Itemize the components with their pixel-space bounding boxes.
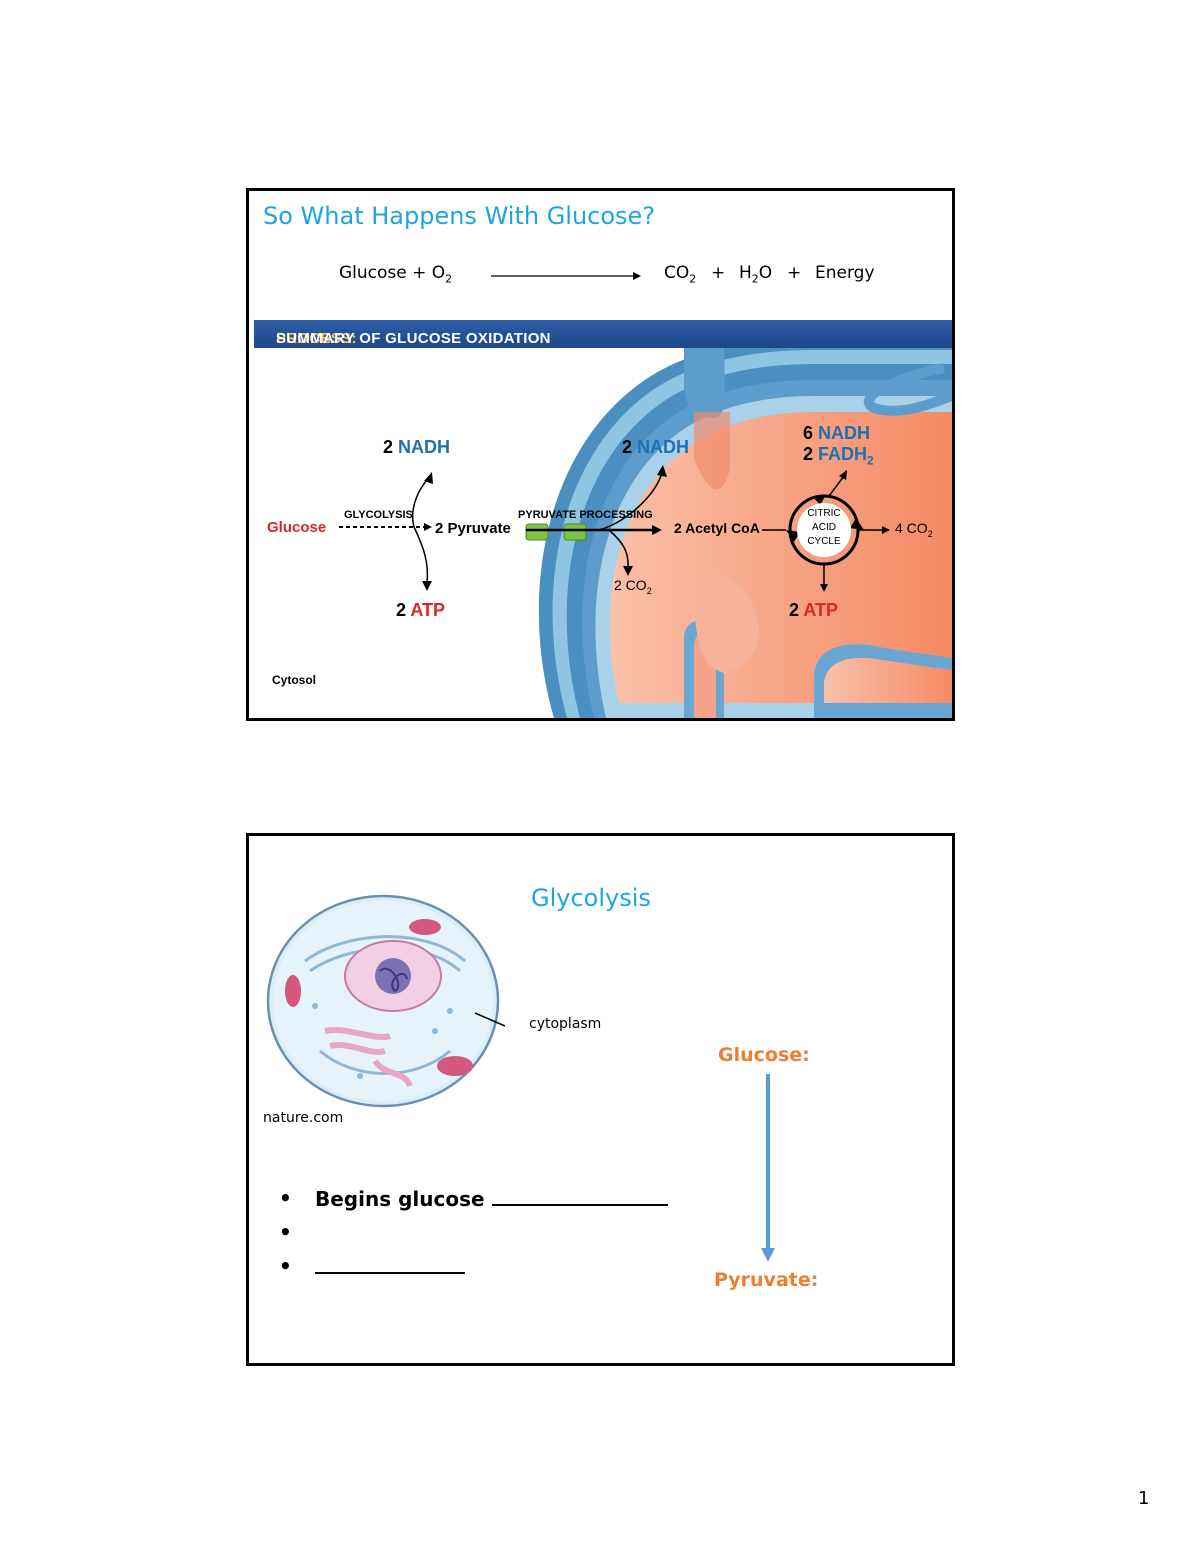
cycle-label-line3: CYCLE bbox=[807, 536, 841, 547]
fadh2-subscript: 2 bbox=[867, 453, 874, 468]
page-number: 1 bbox=[1138, 1488, 1150, 1509]
acetyl-coa-label: 2 Acetyl CoA bbox=[674, 520, 760, 536]
mitochondrion-illustration bbox=[339, 348, 952, 718]
equation-plus-2: + bbox=[787, 263, 802, 283]
glycolysis-label: GLYCOLYSIS bbox=[344, 509, 413, 521]
cycle-label-line1: CITRIC bbox=[807, 508, 841, 519]
glycolysis-nadh: 2 NADH bbox=[383, 437, 450, 458]
atp-label: ATP bbox=[803, 600, 839, 620]
fill-in-blank bbox=[491, 1186, 668, 1206]
equation-h: H bbox=[739, 263, 752, 283]
glycolysis-atp: 2 ATP bbox=[396, 600, 445, 621]
bullet-mark: • bbox=[279, 1186, 292, 1210]
image-source: nature.com bbox=[263, 1110, 344, 1126]
down-arrow bbox=[761, 1074, 775, 1262]
atp-label: ATP bbox=[410, 600, 446, 620]
process-banner: PROCESS: SUMMARY OF GLUCOSE OXIDATION bbox=[254, 320, 952, 348]
cycle-co2: 4 CO2 bbox=[895, 520, 933, 539]
bullet-mark: • bbox=[279, 1254, 292, 1278]
equation-energy: Energy bbox=[815, 263, 875, 283]
bullet-mark: • bbox=[279, 1220, 292, 1244]
slide-glucose-oxidation: So What Happens With Glucose? Glucose + … bbox=[246, 188, 955, 721]
cytoplasm-label: cytoplasm bbox=[529, 1016, 602, 1032]
reaction-arrow bbox=[491, 272, 641, 280]
fill-in-blank bbox=[315, 1254, 465, 1274]
cycle-label-line2: ACID bbox=[812, 522, 836, 533]
pyruvate-processing-label: PYRUVATE PROCESSING bbox=[518, 509, 653, 521]
nadh-count: 2 bbox=[383, 437, 394, 457]
slide-title: So What Happens With Glucose? bbox=[263, 202, 656, 230]
nadh-label: NADH bbox=[637, 437, 690, 457]
banner-prefix: PROCESS: bbox=[276, 330, 357, 347]
citric-acid-cycle-label: CITRIC ACID CYCLE bbox=[801, 507, 847, 549]
banner-text: SUMMARY OF GLUCOSE OXIDATION bbox=[276, 330, 551, 347]
bullet-text: Begins glucose bbox=[315, 1187, 485, 1211]
animal-cell-illustration bbox=[266, 894, 505, 1108]
equation-o: O bbox=[758, 263, 773, 283]
cycle-atp: 2 ATP bbox=[789, 600, 838, 621]
equation-h2-subscript: 2 bbox=[751, 272, 759, 286]
co2-label: 4 CO bbox=[895, 520, 928, 536]
co2-subscript: 2 bbox=[646, 585, 652, 596]
glucose-label: Glucose bbox=[267, 519, 327, 536]
nadh-count: 2 bbox=[622, 437, 633, 457]
glucose-oxidation-diagram: Glucose GLYCOLYSIS 2 Pyruvate PYRUVATE P… bbox=[254, 348, 952, 718]
equation-reactants: Glucose + O bbox=[339, 263, 446, 283]
glucose-heading: Glucose: bbox=[718, 1044, 810, 1066]
equation-co2-subscript: 2 bbox=[689, 272, 697, 286]
pyruvate-nadh: 2 NADH bbox=[622, 437, 689, 458]
slide-glycolysis: Glycolysis cytoplasm nature.com • Begins… bbox=[246, 833, 955, 1366]
equation-o2-subscript: 2 bbox=[445, 272, 453, 286]
glucose-equation: Glucose + O2 CO2 + H2O + Energy bbox=[339, 261, 899, 291]
fadh2-count: 2 bbox=[803, 444, 814, 464]
pyruvate-label: 2 Pyruvate bbox=[435, 520, 511, 537]
equation-plus-1: + bbox=[711, 263, 726, 283]
co2-subscript: 2 bbox=[927, 528, 933, 539]
atp-count: 2 bbox=[396, 600, 407, 620]
pyruvate-co2: 2 CO2 bbox=[614, 577, 652, 596]
co2-label: 2 CO bbox=[614, 577, 647, 593]
cytosol-label: Cytosol bbox=[272, 673, 317, 687]
atp-count: 2 bbox=[789, 600, 800, 620]
slide-title: Glycolysis bbox=[531, 884, 651, 912]
fadh2-label: FADH bbox=[818, 444, 868, 464]
cycle-nadh: 6 NADH bbox=[803, 423, 870, 444]
equation-co2: CO bbox=[664, 263, 690, 283]
nadh-label: NADH bbox=[818, 423, 871, 443]
nadh-label: NADH bbox=[398, 437, 451, 457]
pyruvate-heading: Pyruvate: bbox=[714, 1269, 819, 1291]
nadh-count: 6 bbox=[803, 423, 814, 443]
cycle-fadh2: 2 FADH2 bbox=[803, 444, 874, 468]
